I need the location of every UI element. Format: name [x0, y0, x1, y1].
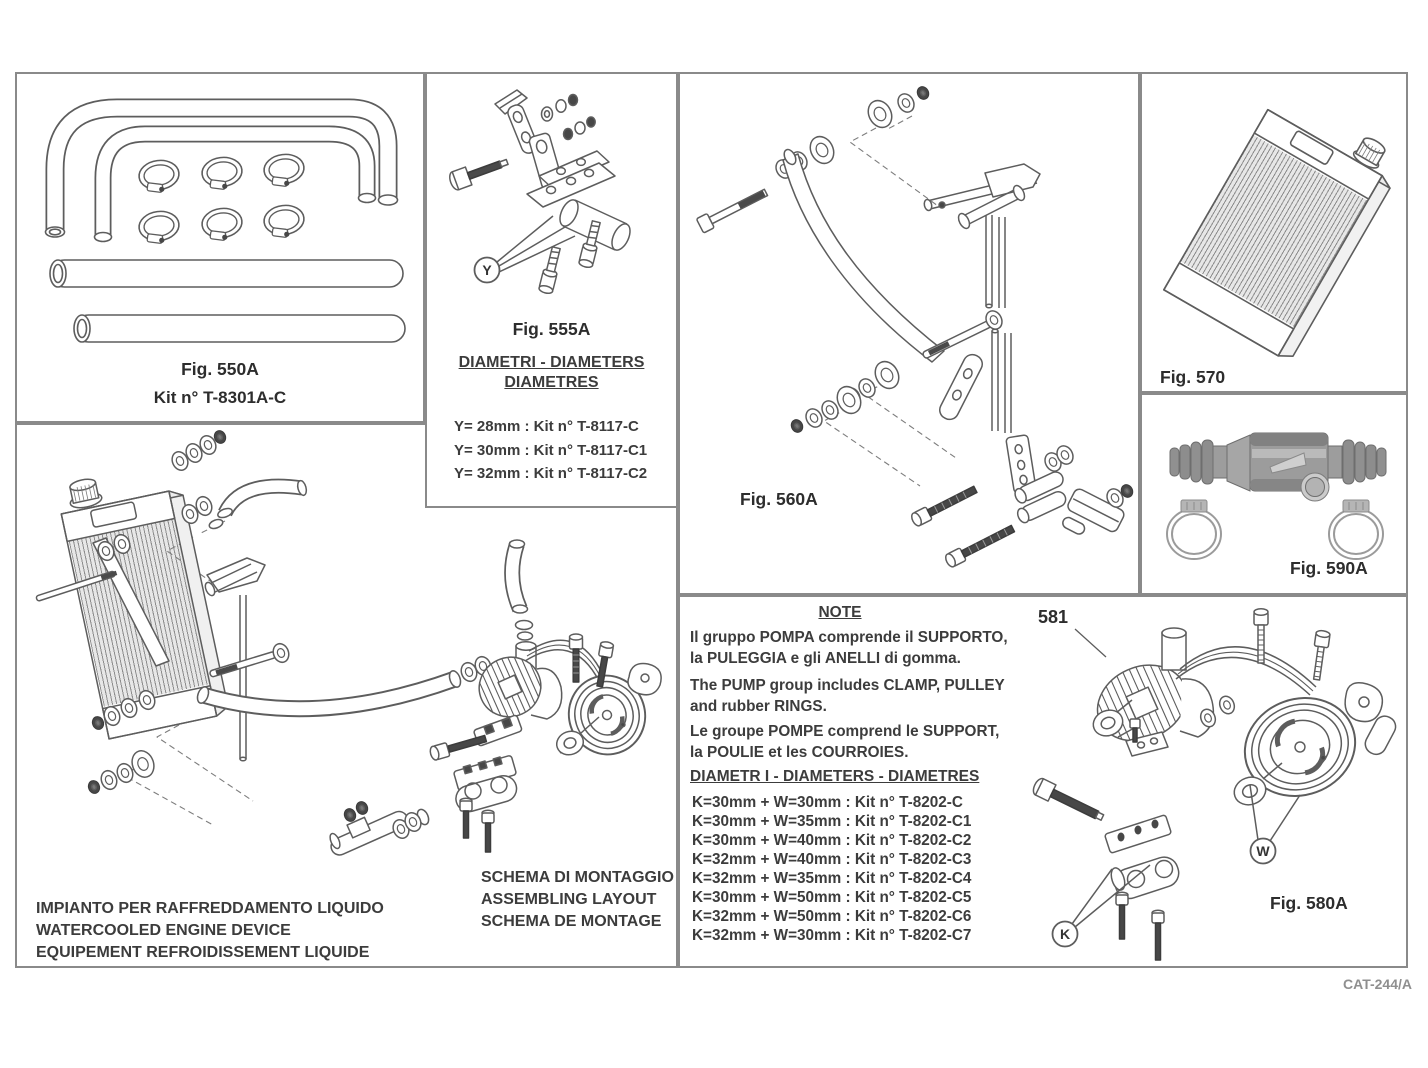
fig-580a-drawing: K W [1032, 608, 1397, 961]
kit-row: K=32mm + W=30mm : Kit n° T-8202-C7 [692, 927, 972, 944]
part-number-581: 581 [1038, 607, 1069, 627]
assembly-title-line-it: IMPIANTO PER RAFFREDDAMENTO LIQUIDO [36, 900, 384, 917]
catalog-reference: CAT-244/A [1343, 976, 1412, 992]
fig-580a-kit-table: K=30mm + W=30mm : Kit n° T-8202-C K=30mm… [692, 793, 971, 945]
schema-caption: SCHEMA DI MONTAGGIO ASSEMBLING LAYOUT SC… [481, 867, 674, 933]
note-french: Le groupe POMPE comprend le SUPPORT, la … [690, 721, 999, 763]
fig-560a-caption: Fig. 560A [740, 489, 818, 509]
assembly-schema-drawing [35, 428, 662, 856]
kit-row: Y= 28mm : Kit n° T-8117-C [454, 418, 639, 435]
kit-row: K=30mm + W=30mm : Kit n° T-8202-C [692, 794, 963, 811]
assembly-title-line-en: WATERCOOLED ENGINE DEVICE [36, 922, 291, 939]
note-line: The PUMP group includes CLAMP, PULLEY [690, 677, 1005, 694]
fig-555a-table-header-2: DIAMETRES [504, 374, 599, 391]
kit-row: Y= 32mm : Kit n° T-8117-C2 [454, 465, 648, 482]
panel-fig-555a: Y Fig. 555A DIAMETRI - DIAMETERS DIAMETR… [425, 72, 678, 508]
fig-555a-drawing: Y [449, 89, 631, 295]
kit-row: Y= 30mm : Kit n° T-8117-C1 [454, 441, 648, 459]
fig-590a-photo [1166, 432, 1387, 560]
note-line: Il gruppo POMPA comprende il SUPPORTO, [690, 629, 1008, 646]
fig-555a-table-header-1: DIAMETRI - DIAMETERS [458, 354, 645, 371]
assembly-title: IMPIANTO PER RAFFREDDAMENTO LIQUIDO WATE… [36, 898, 384, 964]
assembly-title-line-fr: EQUIPEMENT REFROIDISSEMENT LIQUIDE [36, 944, 370, 961]
kit-row: K=32mm + W=35mm : Kit n° T-8202-C4 [692, 870, 972, 887]
note-line: Le groupe POMPE comprend le SUPPORT, [690, 723, 1000, 740]
kit-row: K=30mm + W=50mm : Kit n° T-8202-C5 [692, 889, 972, 906]
panel-fig-560a: Fig. 560A [678, 72, 1140, 595]
fig-570-drawing [1163, 108, 1391, 358]
panel-fig-550a: Fig. 550A Kit n° T-8301A-C [15, 72, 425, 423]
k-dimension-label: K [1060, 926, 1070, 942]
fig-580a-table-header: DIAMETR I - DIAMETERS - DIAMETRES [690, 768, 980, 785]
fig-550a-caption: Fig. 550A [181, 359, 259, 379]
panel-fig-590a: Fig. 590A [1140, 393, 1408, 595]
fig-590a-caption: Fig. 590A [1290, 558, 1368, 578]
note-title: NOTE [818, 604, 862, 621]
schema-line-en: ASSEMBLING LAYOUT [481, 891, 657, 908]
note-line: la POULIE et les COURROIES. [690, 744, 909, 761]
note-italian: Il gruppo POMPA comprende il SUPPORTO, l… [690, 627, 1008, 669]
schema-line-fr: SCHEMA DE MONTAGE [481, 913, 662, 930]
panel-fig-570: Fig. 570 [1140, 72, 1408, 393]
fig-555a-kit-table: Y= 28mm : Kit n° T-8117-C Y= 30mm : Kit … [454, 415, 647, 486]
note-english: The PUMP group includes CLAMP, PULLEY an… [690, 675, 1005, 717]
panel-fig-580a: K W NOTE Il gruppo POMPA comprende il SU… [678, 595, 1408, 968]
w-dimension-label: W [1256, 843, 1270, 859]
panel-assembly-schema: IMPIANTO PER RAFFREDDAMENTO LIQUIDO WATE… [15, 423, 678, 968]
note-line: la PULEGGIA e gli ANELLI di gomma. [690, 650, 961, 667]
schema-line-it: SCHEMA DI MONTAGGIO [481, 869, 674, 886]
fig-570-caption: Fig. 570 [1160, 367, 1226, 387]
y-dimension-label: Y [482, 262, 492, 278]
kit-row: K=32mm + W=50mm : Kit n° T-8202-C6 [692, 908, 972, 925]
fig-550a-drawing [44, 98, 406, 343]
fig-580a-caption: Fig. 580A [1270, 893, 1348, 913]
fig-560a-drawing [696, 83, 1136, 568]
kit-row: K=30mm + W=40mm : Kit n° T-8202-C2 [692, 832, 972, 849]
note-line: and rubber RINGS. [690, 698, 827, 715]
fig-555a-caption: Fig. 555A [512, 319, 591, 339]
fig-550a-kit-number: Kit n° T-8301A-C [153, 388, 287, 407]
kit-row: K=32mm + W=40mm : Kit n° T-8202-C3 [692, 851, 972, 868]
kit-row: K=30mm + W=35mm : Kit n° T-8202-C1 [692, 813, 972, 830]
